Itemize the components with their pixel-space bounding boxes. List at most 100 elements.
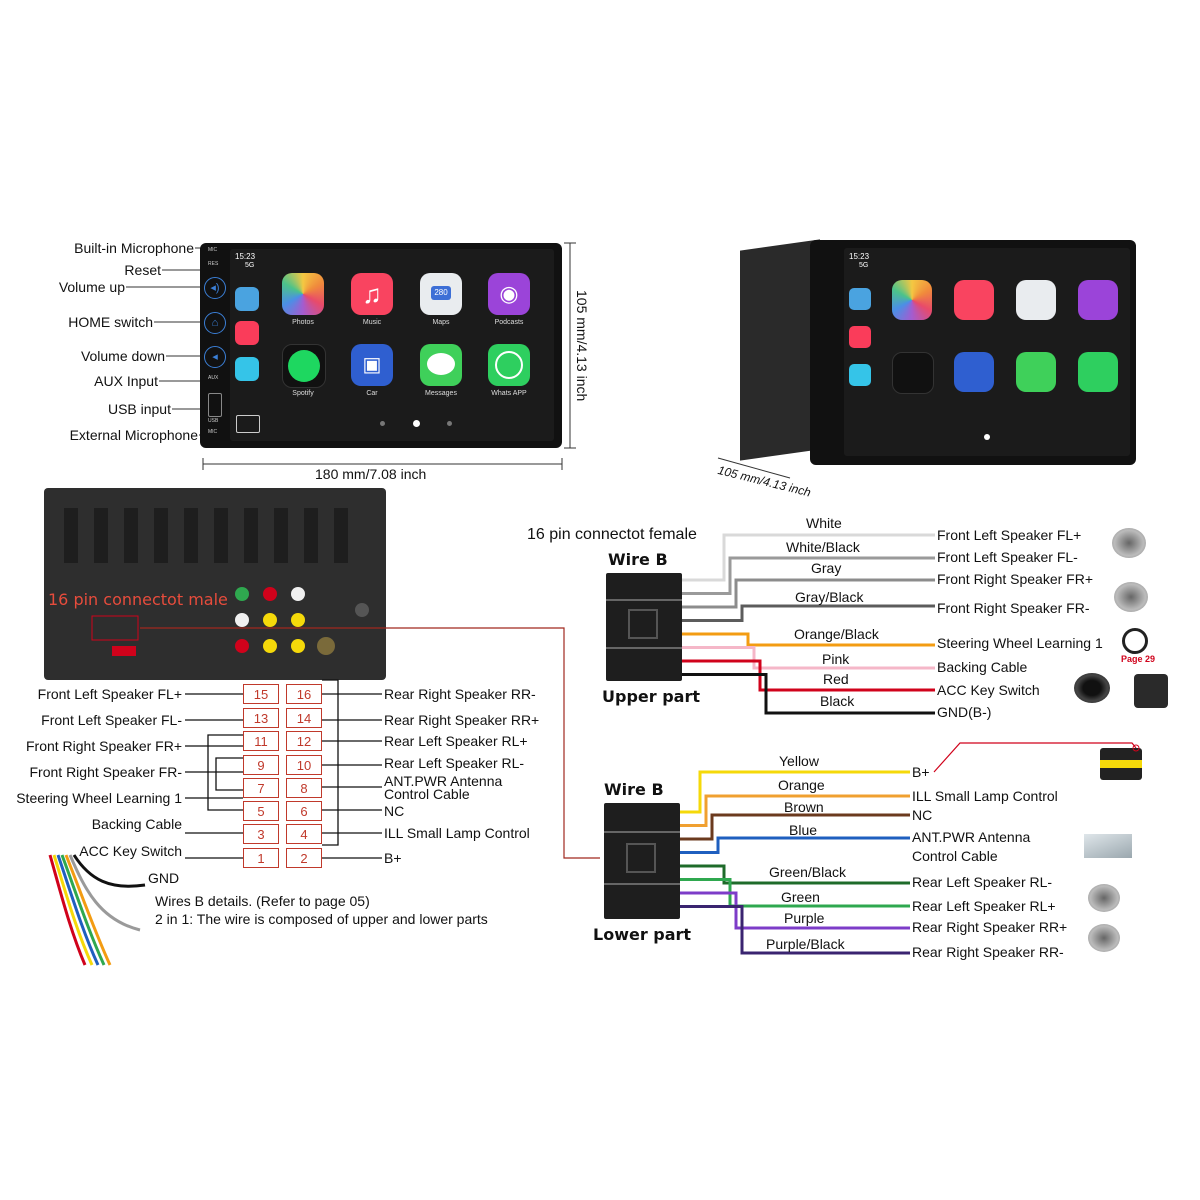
messages-app-label: Messages	[425, 390, 457, 397]
upper-dest-2: Front Right Speaker FR+	[937, 571, 1094, 587]
upper-wire-name-7: Black	[820, 693, 855, 709]
male-connector-label: 16 pin connectot male	[48, 590, 228, 609]
upper-wire-0	[682, 533, 935, 582]
mic-marker: MIC	[208, 247, 218, 253]
usb-port[interactable]	[208, 393, 222, 417]
whatsapp-app-icon[interactable]	[488, 344, 530, 386]
lower-wire-name-1: Orange	[778, 777, 825, 793]
upper-wire-name-5: Pink	[822, 651, 850, 667]
angled-podcasts-icon	[1078, 280, 1118, 320]
pin-label-rr-minus: Rear Right Speaker RR-	[384, 686, 536, 702]
spotify-app-icon[interactable]	[282, 344, 326, 388]
speaker-icon-rear-left	[1088, 884, 1120, 912]
whatsapp-ring	[495, 351, 523, 379]
pin-9: 9	[243, 755, 279, 775]
width-dimension: 180 mm/7.08 inch	[315, 466, 427, 482]
rear-details	[64, 508, 369, 656]
battery-lead	[933, 742, 1140, 773]
lower-dest-1: ILL Small Lamp Control	[912, 788, 1058, 804]
car-app-icon[interactable]: ▣	[351, 344, 393, 386]
angled-car-icon	[954, 352, 994, 392]
dock-clapper-icon[interactable]	[235, 357, 259, 381]
lower-wire-1	[680, 794, 910, 827]
lower-wire-2	[680, 813, 910, 841]
angled-spotify-icon	[892, 352, 934, 394]
status-time: 15:23	[235, 252, 256, 261]
maps-badge: 280	[431, 286, 451, 300]
pin-label-fl-plus: Front Left Speaker FL+	[37, 686, 182, 702]
pin-label-gnd: GND	[148, 870, 180, 886]
pin-label-rl-minus: Rear Left Speaker RL-	[384, 755, 525, 771]
lower-wire-name-4: Green/Black	[769, 864, 847, 880]
podcasts-app-label: Podcasts	[494, 319, 524, 326]
pin-label-acc: ACC Key Switch	[79, 843, 182, 859]
home-button[interactable]: ⌂	[204, 312, 226, 334]
page-dot-3[interactable]	[447, 421, 452, 426]
pin-15: 15	[243, 684, 279, 704]
female-connector-label: 16 pin connectot female	[527, 526, 697, 543]
angled-display: 15:23 5G	[844, 248, 1130, 456]
whatsapp-app-label: Whats APP	[491, 390, 527, 397]
pin-13: 13	[243, 708, 279, 728]
lower-wire-name-7: Purple/Black	[766, 936, 845, 952]
upper-connector-ridge1	[606, 599, 682, 601]
battery-icon	[1100, 748, 1142, 780]
pin-label-fr-minus: Front Right Speaker FR-	[29, 764, 183, 780]
upper-dest-0: Front Left Speaker FL+	[937, 527, 1082, 543]
angled-status-network: 5G	[859, 262, 869, 269]
spotify-app-label: Spotify	[292, 390, 314, 397]
pin-label-rl-plus: Rear Left Speaker RL+	[384, 733, 528, 749]
lower-dest-5: Rear Left Speaker RL+	[912, 898, 1056, 914]
angled-messages-icon	[1016, 352, 1056, 392]
wires-note: Wires B details. (Refer to page 05)	[155, 893, 370, 909]
angled-maps-icon	[1016, 280, 1056, 320]
lower-dest-0: B+	[912, 764, 930, 780]
pin-12: 12	[286, 731, 322, 751]
photos-app-icon[interactable]	[282, 273, 324, 315]
lower-dest-3: ANT.PWR Antenna	[912, 829, 1031, 845]
upper-dest-1: Front Left Speaker FL-	[937, 549, 1078, 565]
upper-wire-name-0: White	[806, 515, 842, 531]
podcasts-app-icon[interactable]: ◉	[488, 273, 530, 315]
pin-label-rr-plus: Rear Right Speaker RR+	[384, 712, 540, 728]
lower-wire-b-label: Wire B	[604, 780, 664, 799]
volume-down-button[interactable]: ◂	[204, 346, 226, 368]
maps-app-icon[interactable]: 280	[420, 273, 462, 315]
pin-label-control-cable: Control Cable	[384, 786, 470, 802]
upper-dest-5: Backing Cable	[937, 659, 1028, 675]
lower-wire-4	[680, 864, 910, 885]
page-dot-1[interactable]	[380, 421, 385, 426]
head-unit-angled: 15:23 5G	[810, 240, 1136, 465]
volume-up-button[interactable]: ◂)	[204, 277, 226, 299]
lower-wire-name-6: Purple	[784, 910, 825, 926]
label-reset: Reset	[124, 262, 161, 278]
label-volume-down: Volume down	[80, 348, 165, 364]
lower-dest-7: Rear Right Speaker RR-	[912, 944, 1064, 960]
lower-dest-4: Rear Left Speaker RL-	[912, 874, 1053, 890]
photos-app-label: Photos	[292, 319, 314, 326]
music-app-label: Music	[362, 319, 382, 326]
upper-wire-4	[682, 632, 935, 647]
angled-dock-maps-icon	[849, 288, 871, 310]
dock-grid-icon[interactable]	[236, 415, 260, 433]
upper-dest-6: ACC Key Switch	[937, 682, 1040, 698]
angled-photos-icon	[892, 280, 932, 320]
battery-stripe	[1100, 760, 1142, 768]
dock-maps-icon[interactable]	[235, 287, 259, 311]
music-app-icon[interactable]: ♫	[351, 273, 393, 315]
messages-app-icon[interactable]	[420, 344, 462, 386]
carplay-display: 15:23 5G Photos ♫ Music 280 Maps ◉ Podca…	[230, 249, 554, 441]
pin-7: 7	[243, 778, 279, 798]
upper-wire-7	[682, 673, 935, 715]
upper-wire-name-3: Gray/Black	[795, 589, 864, 605]
pin-14: 14	[286, 708, 322, 728]
pin-4: 4	[286, 824, 322, 844]
dock-music-icon[interactable]	[235, 321, 259, 345]
lower-wire-6	[680, 891, 910, 930]
angled-whatsapp-icon	[1078, 352, 1118, 392]
pin-label-b-plus: B+	[384, 850, 402, 866]
lower-connector-ridge1	[604, 831, 680, 833]
page-dot-2[interactable]	[413, 420, 420, 427]
pin-label-fl-minus: Front Left Speaker FL-	[41, 712, 182, 728]
upper-wires	[682, 533, 935, 715]
